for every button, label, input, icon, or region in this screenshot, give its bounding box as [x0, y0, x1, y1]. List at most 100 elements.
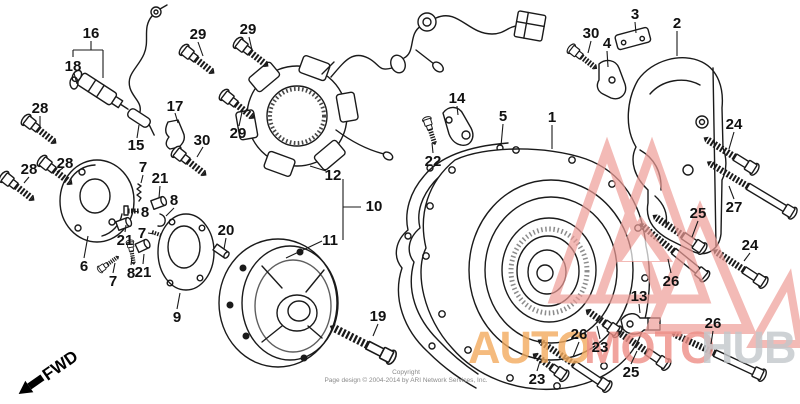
leader-lines-layer [23, 21, 751, 372]
leader-line [83, 235, 89, 259]
part-callout-29: 29 [230, 125, 247, 142]
leader-line [587, 40, 592, 54]
part-callout-28: 28 [57, 155, 74, 172]
leader-line [691, 220, 699, 238]
part-callout-29: 29 [240, 21, 257, 38]
part-callout-23: 23 [529, 371, 546, 388]
part-callout-26: 26 [571, 326, 588, 343]
watermark-wordmark: AUTO MOTO HUB [468, 322, 797, 373]
part-callout-1: 1 [548, 109, 556, 126]
leader-line [285, 240, 323, 259]
part-callout-3: 3 [631, 6, 639, 23]
leader-line [372, 323, 379, 337]
leader-line [500, 123, 504, 147]
part-callout-30: 30 [583, 25, 600, 42]
bolt-29 [231, 36, 272, 72]
part-callout-25: 25 [690, 205, 707, 222]
bracket-4-drawing [596, 59, 627, 100]
leader-line [596, 325, 601, 340]
connector-15-drawing [127, 108, 155, 136]
screw-cluster-drawing [96, 183, 168, 274]
bolt-30 [169, 145, 210, 181]
fwd-label: FWD [39, 347, 82, 385]
watermark-text-moto: MOTO [584, 322, 714, 373]
leader-line [710, 330, 714, 345]
leader-line [196, 146, 204, 158]
watermark-text-hub: HUB [701, 322, 796, 373]
part-callout-30: 30 [194, 132, 211, 149]
part-callout-26: 26 [705, 315, 722, 332]
stator-drawing [235, 54, 359, 178]
part-callout-27: 27 [726, 199, 743, 216]
part-callout-22: 22 [425, 153, 442, 170]
leader-line [130, 256, 133, 266]
clamp-14-drawing [442, 106, 474, 146]
part-callout-11: 11 [322, 232, 338, 249]
part-callout-20: 20 [218, 222, 235, 239]
part-callout-24: 24 [742, 237, 759, 254]
leader-line [536, 360, 541, 372]
leader-line [142, 253, 145, 265]
bolt-30 [566, 43, 601, 74]
part-callout-12: 12 [325, 167, 342, 184]
watermark-triangle [643, 200, 757, 334]
watermark-triangles [547, 136, 800, 348]
part-callout-23: 23 [592, 339, 609, 356]
leader-line [23, 176, 30, 184]
leader-line [728, 185, 735, 200]
leader-line [147, 232, 155, 235]
part-callout-8: 8 [127, 265, 135, 282]
wire-harness-drawing [330, 10, 547, 161]
copyright-line1: Copyright [392, 369, 420, 376]
part-callout-10: 10 [366, 198, 383, 215]
leader-line [431, 142, 434, 154]
bolt-29 [177, 43, 218, 79]
part-callout-16: 16 [83, 25, 100, 42]
crankcase-cover-drawing [420, 146, 651, 391]
part-callout-9: 9 [173, 309, 181, 326]
leader-line [73, 72, 78, 85]
leader-line [132, 210, 140, 213]
watermark-text-auto: AUTO [468, 322, 591, 373]
dowel-pin-20-drawing [212, 243, 230, 259]
part-callout-28: 28 [21, 161, 38, 178]
leader-line [606, 50, 609, 68]
bolt-22 [422, 116, 440, 147]
leader-line [248, 36, 253, 51]
watermark [547, 136, 800, 348]
part-callout-26: 26 [663, 273, 680, 290]
part-callout-7: 7 [109, 273, 117, 290]
leader-line [572, 341, 580, 358]
leader-line [174, 112, 179, 124]
leader-line [630, 350, 638, 365]
part-callout-25: 25 [623, 364, 640, 381]
leader-line [176, 292, 181, 310]
leader-line [136, 124, 140, 139]
part-callout-8: 8 [170, 192, 178, 209]
watermark-triangle [622, 234, 660, 261]
leader-line [667, 258, 672, 274]
part-callout-15: 15 [128, 137, 145, 154]
watermark-triangle [746, 268, 800, 348]
fwd-indicator: FWD [18, 347, 82, 394]
leader-line [223, 237, 227, 250]
leader-line [456, 105, 459, 116]
watermark-triangle [592, 136, 712, 304]
part-callout-17: 17 [167, 98, 184, 115]
copyright-line2: Page design © 2004-2014 by ARI Network S… [324, 376, 487, 384]
part-callout-4: 4 [603, 35, 612, 52]
o-ring-18-drawing [69, 76, 79, 90]
part-callout-19: 19 [370, 308, 387, 325]
leader-line [197, 41, 204, 57]
leader-line [165, 207, 175, 217]
base-plate-6-drawing [59, 159, 135, 243]
plate-3-drawing [614, 26, 652, 51]
leader-line [638, 303, 641, 314]
part-callout-14: 14 [449, 90, 466, 107]
part-callout-13: 13 [631, 288, 648, 305]
leader-line [112, 262, 116, 274]
clip-17-drawing [165, 119, 186, 150]
